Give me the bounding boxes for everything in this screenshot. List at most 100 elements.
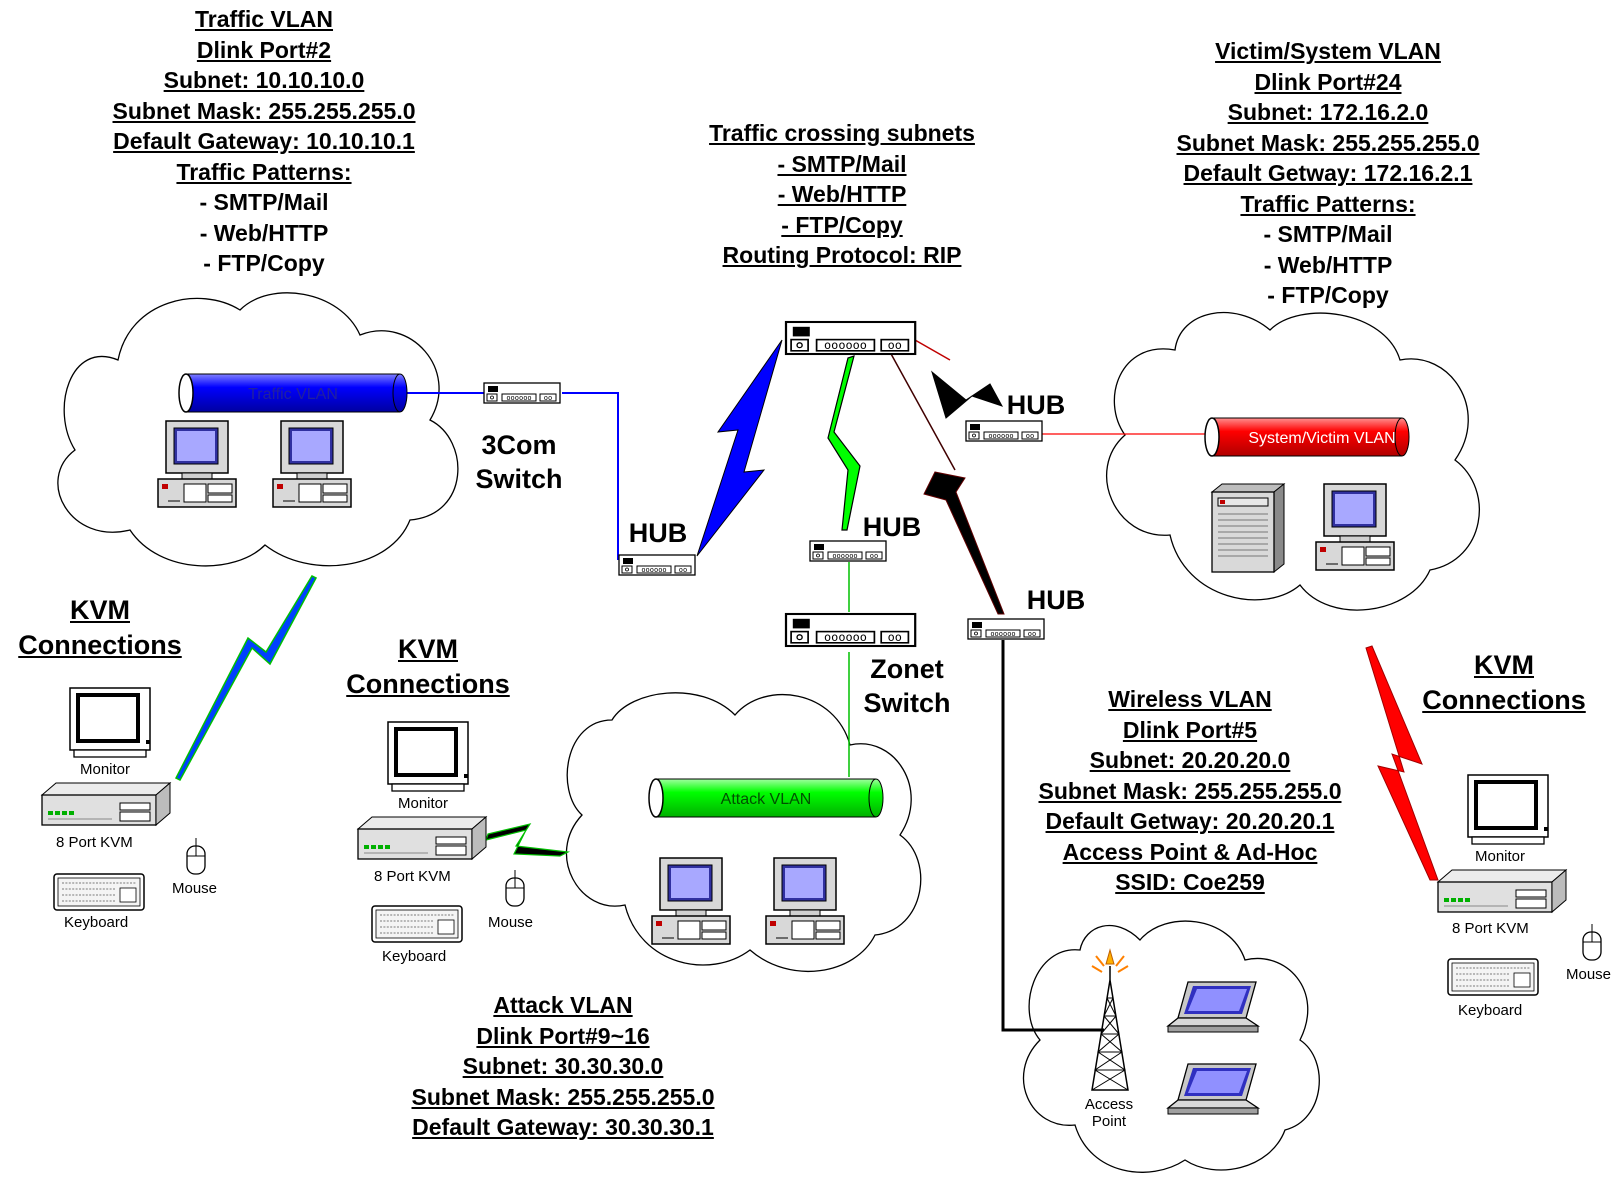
zonet-label-line2: Switch	[863, 688, 951, 718]
hub-lower-text: HUB	[1026, 585, 1086, 615]
kvm-left-heading: KVM Connections	[0, 593, 200, 663]
black-lightning-hub-right	[931, 370, 1004, 419]
kvm-mid-heading-1: KVM	[398, 634, 458, 664]
victim-subnet: Subnet: 172.16.2.0	[1227, 99, 1429, 125]
kvm-mid-box	[357, 816, 487, 860]
traffic-pattern-ftp: - FTP/Copy	[203, 250, 325, 276]
victim-vlan-pipe-label: System/Victim VLAN	[1248, 430, 1395, 447]
victim-pattern-web: - Web/HTTP	[1263, 251, 1393, 278]
blue-lightning-link	[696, 339, 783, 557]
zonet-switch-label: Zonet Switch	[852, 652, 962, 720]
crossing-title: Traffic crossing subnets	[709, 120, 975, 146]
crossing-subnets-info: Traffic crossing subnets - SMTP/Mail - W…	[672, 118, 1012, 271]
attack-pc-1	[651, 857, 731, 945]
traffic-vlan-info: Traffic VLAN Dlink Port#2 Subnet: 10.10.…	[84, 4, 444, 279]
attack-vlan-pipe: Attack VLAN	[648, 778, 884, 818]
kvm-right-heading-1: KVM	[1474, 650, 1534, 680]
traffic-pc-1	[157, 420, 237, 508]
attack-vlan-pipe-label: Attack VLAN	[721, 791, 812, 808]
attack-pc-2	[765, 857, 845, 945]
hub-left-text: HUB	[628, 518, 688, 548]
kvm-left-lightning	[174, 575, 318, 781]
victim-pattern-ftp: - FTP/Copy	[1267, 282, 1389, 308]
attack-vlan-cloud	[565, 692, 922, 972]
kvm-right-heading-2: Connections	[1422, 685, 1586, 715]
kvm-left-monitor	[68, 686, 152, 759]
kvm-right-heading: KVM Connections	[1404, 648, 1604, 718]
victim-vlan-pipe: System/Victim VLAN	[1204, 417, 1410, 457]
kvm-right-monitor	[1466, 773, 1550, 846]
wireless-ssid: SSID: Coe259	[1115, 869, 1265, 895]
wireless-mode: Access Point & Ad-Hoc	[1062, 838, 1318, 865]
3com-label-line1: 3Com	[481, 430, 557, 460]
traffic-pattern-smtp: - SMTP/Mail	[199, 189, 329, 215]
kvm-left-mouse-label: Mouse	[172, 880, 218, 897]
kvm-right-mouse-label: Mouse	[1566, 966, 1612, 983]
traffic-title: Traffic VLAN	[194, 6, 334, 32]
switch-to-hub-link	[562, 392, 619, 560]
zonet-switch	[784, 612, 917, 648]
access-point-label-1: Access	[1084, 1096, 1134, 1113]
victim-mask: Subnet Mask: 255.255.255.0	[1176, 129, 1480, 156]
traffic-pattern-web: - Web/HTTP	[199, 219, 329, 246]
kvm-right-lightning	[1365, 645, 1439, 881]
kvm-left-keyboard-label: Keyboard	[64, 914, 129, 931]
kvm-mid-heading-2: Connections	[346, 669, 510, 699]
wireless-title: Wireless VLAN	[1108, 686, 1272, 712]
hub-lower-label: HUB	[1016, 583, 1096, 617]
victim-title: Victim/System VLAN	[1215, 38, 1441, 64]
traffic-gateway: Default Gateway: 10.10.10.1	[113, 128, 415, 154]
attack-vlan-info: Attack VLAN Dlink Port#9~16 Subnet: 30.3…	[388, 990, 738, 1143]
hub-right	[965, 420, 1043, 442]
hub-right-text: HUB	[1006, 390, 1066, 420]
kvm-mid-keyboard	[371, 905, 463, 943]
kvm-left-box	[41, 782, 171, 826]
kvm-right-keyboard	[1447, 958, 1539, 996]
hub-lower	[967, 618, 1045, 640]
green-lightning-link	[827, 355, 861, 531]
wireless-link	[1001, 640, 1104, 1032]
hub-middle-text: HUB	[862, 512, 922, 542]
traffic-vlan-pipe: Traffic VLAN	[178, 373, 408, 413]
access-point-label-2: Point	[1091, 1113, 1127, 1130]
kvm-left-keyboard	[53, 873, 145, 911]
victim-patterns-heading: Traffic Patterns:	[1240, 190, 1416, 217]
router-brown-line	[889, 351, 956, 471]
crossing-web: - Web/HTTP	[777, 181, 907, 207]
traffic-mask: Subnet Mask: 255.255.255.0	[112, 97, 416, 124]
kvm-left-heading-1: KVM	[70, 595, 130, 625]
victim-server	[1211, 483, 1285, 573]
crossing-ftp: - FTP/Copy	[781, 211, 903, 238]
traffic-patterns-heading: Traffic Patterns:	[176, 158, 352, 185]
wireless-mask: Subnet Mask: 255.255.255.0	[1038, 777, 1342, 804]
zonet-label-line1: Zonet	[870, 654, 944, 684]
3com-switch	[483, 382, 561, 404]
kvm-mid-box-label: 8 Port KVM	[374, 868, 451, 885]
victim-vlan-cloud	[1106, 311, 1480, 611]
kvm-mid-mouse-label: Mouse	[488, 914, 534, 931]
wireless-gateway: Default Getway: 20.20.20.1	[1045, 808, 1335, 834]
router-switch	[784, 320, 917, 356]
attack-mask: Subnet Mask: 255.255.255.0	[411, 1083, 715, 1110]
kvm-right-box-label: 8 Port KVM	[1452, 920, 1529, 937]
wireless-subnet: Subnet: 20.20.20.0	[1089, 747, 1291, 773]
hub-right-label: HUB	[996, 388, 1076, 422]
victim-gateway: Default Getway: 172.16.2.1	[1183, 160, 1473, 186]
kvm-mid-monitor	[386, 720, 470, 793]
crossing-smtp: - SMTP/Mail	[777, 150, 907, 177]
3com-label-line2: Switch	[475, 464, 563, 494]
kvm-mid-mouse	[505, 869, 525, 907]
traffic-subnet: Subnet: 10.10.10.0	[163, 67, 365, 93]
router-red-line	[914, 339, 951, 361]
victim-pattern-smtp: - SMTP/Mail	[1263, 221, 1393, 247]
wireless-vlan-cloud	[1022, 920, 1320, 1173]
victim-pc	[1315, 483, 1395, 571]
attack-subnet: Subnet: 30.30.30.0	[462, 1053, 664, 1079]
kvm-right-mouse	[1582, 923, 1602, 961]
traffic-port: Dlink Port#2	[196, 36, 332, 63]
traffic-vlan-cloud	[57, 292, 459, 567]
victim-port: Dlink Port#24	[1254, 68, 1402, 95]
3com-switch-label: 3Com Switch	[464, 428, 574, 496]
kvm-left-monitor-label: Monitor	[80, 761, 131, 778]
black-lightning-hub-lower	[923, 471, 1005, 615]
